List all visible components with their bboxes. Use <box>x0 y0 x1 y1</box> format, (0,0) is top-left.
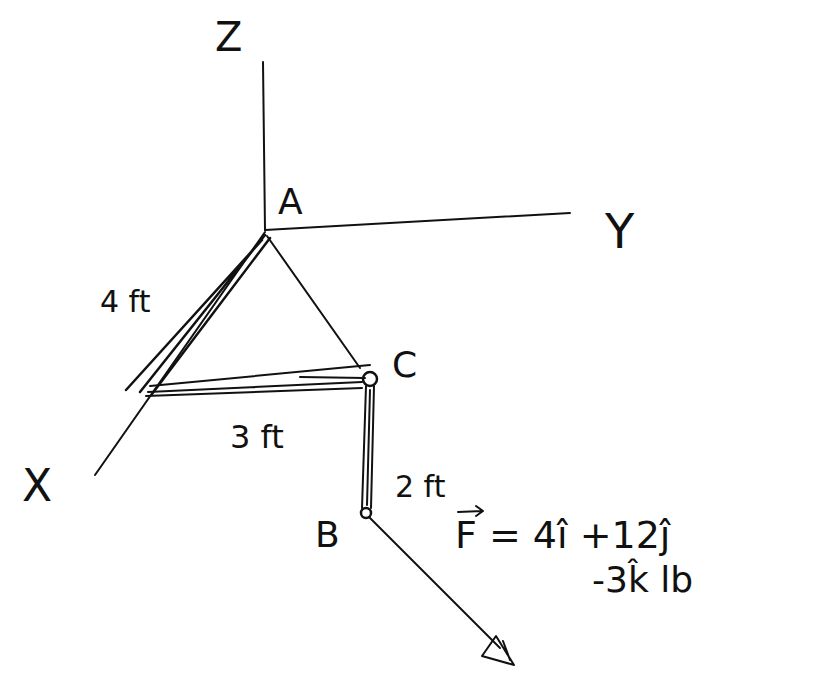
point-label: C <box>392 345 417 385</box>
axis-label: Y <box>605 205 634 258</box>
member-cb <box>362 386 374 508</box>
axis-label: Z <box>215 15 242 59</box>
point-label: A <box>278 182 303 222</box>
y-axis <box>265 213 570 230</box>
member-xc <box>146 365 370 396</box>
member-ac <box>267 236 360 368</box>
dimension-label: 4 ft <box>100 285 150 318</box>
joint-c <box>363 372 377 386</box>
axis-label: X <box>22 462 52 510</box>
force-arrowhead <box>482 636 514 665</box>
dimension-label: 3 ft <box>230 420 284 455</box>
point-label: B <box>315 515 340 555</box>
force-label: F = 4î +12ĵ <box>455 515 670 557</box>
z-axis <box>263 62 265 230</box>
force-label: -3k̂ lb <box>592 560 693 600</box>
dimension-label: 2 ft <box>395 470 445 503</box>
